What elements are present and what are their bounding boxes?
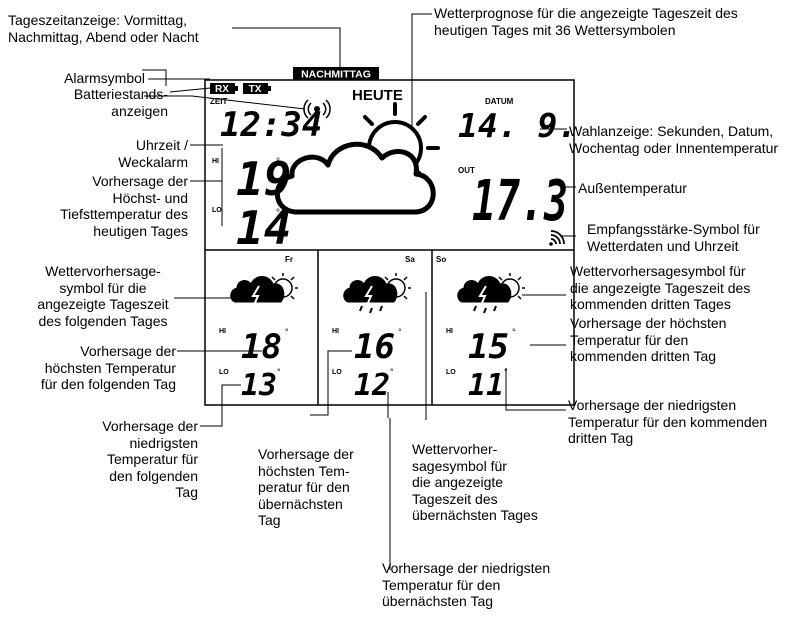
heute-label: HEUTE [352, 87, 403, 104]
today-hi-degree: ° [276, 157, 280, 168]
leader-lines [142, 13, 576, 570]
label-aussentemperatur: Außentemperatur [578, 180, 687, 196]
forecast-hi-digits: 15 [468, 327, 509, 367]
label-wahlanzeige: Wahlanzeige: Sekunden, Datum, Wochentag … [569, 123, 779, 156]
forecast-hi-label: HI [332, 328, 339, 335]
rx-battery-tip [235, 86, 238, 91]
forecast-lo-digits: 13 [241, 368, 277, 403]
label-symbol-dritter: Wettervorhersagesymbol für die angezeigt… [570, 263, 751, 312]
thundercloud-rain-sun-icon [343, 273, 411, 314]
signal-strength-icon [549, 230, 565, 246]
label-symbol-uebernaechst: Wettervorher- sagesymbol für die angezei… [412, 441, 538, 523]
label-symbol-folgetag: Wettervorhersage- symbol für die angezei… [37, 263, 169, 329]
outdoor-temp-digits: 17.3 [472, 169, 568, 234]
rx-label: RX [215, 84, 229, 95]
forecast-hi-digits: 18 [241, 327, 282, 367]
thundercloud-sun-icon [230, 273, 298, 306]
forecast-lo-label: LO [332, 369, 342, 376]
today-lo-label: LO [212, 207, 222, 214]
time-digits: 12:34 [220, 105, 322, 145]
thundercloud-rain-sun-icon [457, 273, 525, 314]
forecast-lo-label: LO [219, 369, 229, 376]
forecast-lo-degree: ° [277, 367, 281, 377]
forecast-lo-digits: 12 [354, 368, 390, 403]
today-hi-digits: 19 [236, 152, 291, 206]
label-niedrig-uebernaechst: Vorhersage der niedrigsten Temperatur fü… [382, 560, 551, 609]
label-batterie: Batteriestands- anzeigen [73, 86, 168, 119]
label-wetterprognose: Wetterprognose für die angezeigte Tagesz… [434, 5, 738, 38]
forecast-lo-digits: 11 [468, 368, 504, 403]
forecast-hi-degree: ° [512, 327, 516, 337]
forecast-hi-label: HI [446, 328, 453, 335]
label-alarmsymbol: Alarmsymbol [64, 70, 145, 86]
forecast-hi-degree: ° [285, 327, 289, 337]
tx-badge [243, 83, 268, 94]
forecast-lo-label: LO [446, 369, 456, 376]
label-vorhersage-heute: Vorhersage der Höchst- und Tiefsttempera… [60, 173, 188, 239]
label-niedrig-dritter: Vorhersage der niedrigsten Temperatur fü… [568, 397, 768, 446]
forecast-hi-degree: ° [398, 327, 402, 337]
forecast-lo-degree: ° [390, 367, 394, 377]
label-hoechst-folgetag: Vorhersage der höchsten Temperatur für d… [40, 343, 176, 392]
forecast-hi-digits: 16 [354, 327, 395, 367]
today-lo-degree: ° [276, 208, 280, 219]
tageszeit-text: NACHMITTAG [301, 69, 371, 81]
label-empfang: Empfangsstärke-Symbol für Wetterdaten un… [587, 221, 760, 254]
zeit-label: ZEIT [210, 97, 227, 106]
tx-battery-tip [268, 86, 271, 91]
tx-label: TX [249, 84, 262, 95]
label-hoechst-dritter: Vorhersage der höchsten Temperatur für d… [570, 315, 727, 364]
forecast-day-label: Sa [405, 255, 415, 264]
forecast-day-label: Fr [285, 255, 293, 264]
label-tageszeitanzeige: Tageszeitanzeige: Vormittag, Nachmittag,… [8, 12, 199, 45]
out-label: OUT [458, 166, 475, 175]
today-lo-digits: 14 [236, 201, 291, 255]
today-hi-label: HI [212, 158, 219, 165]
rx-badge [210, 83, 235, 94]
forecast-day-label: So [436, 255, 446, 264]
date-digits: 14. 9. [458, 106, 577, 145]
lcd-frame [204, 79, 575, 406]
today-forecast-icon [277, 102, 440, 212]
label-uhrzeit: Uhrzeit / Weckalarm [118, 137, 188, 170]
forecast-hi-label: HI [219, 328, 226, 335]
label-hoechst-uebernaechst: Vorhersage der höchsten Tem- peratur für… [258, 446, 354, 528]
datum-label: DATUM [485, 97, 514, 106]
label-niedrig-folgetag: Vorhersage der niedrigsten Temperatur fü… [102, 418, 198, 500]
tageszeit-badge [293, 67, 379, 80]
